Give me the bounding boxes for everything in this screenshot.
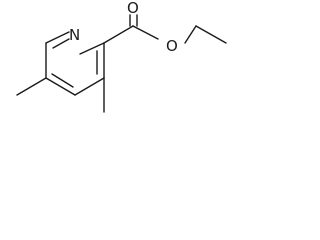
ring-bond-c3-c4 [74, 77, 105, 96]
ring-bond-c4-c5 [45, 77, 76, 96]
ring-bond-c4-c5-inner [51, 73, 74, 88]
bond-ch2-ch3 [195, 25, 227, 44]
ester-oxygen-label: O [166, 37, 178, 55]
bond-carbonyl-ester-oxygen [132, 25, 159, 40]
bond-c2-carbonyl-carbon [103, 25, 134, 44]
ring-bond-c6-n [45, 31, 70, 44]
chemical-structure-diagram: N O O [16, 0, 227, 113]
ring-bond-c6-n-inner [52, 38, 70, 49]
carbonyl-oxygen-label: O [127, 0, 139, 17]
methyl-bond-c5 [16, 77, 47, 96]
ring-nitrogen-label: N [69, 26, 80, 44]
bond-ester-oxygen-ch2 [184, 25, 197, 44]
ring-bond-n-c2 [79, 42, 105, 55]
